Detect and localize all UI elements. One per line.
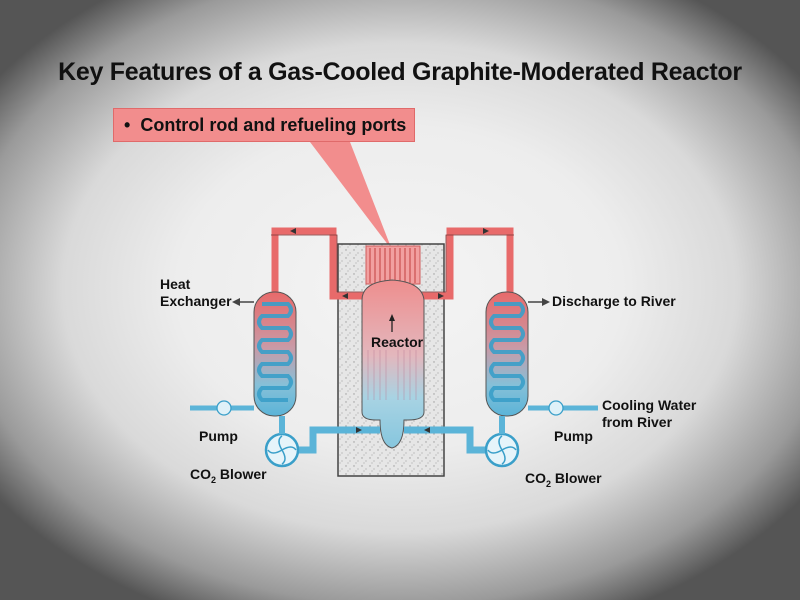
pump-left-symbol (216, 400, 232, 416)
heat-exchanger-label: Heat Exchanger (160, 276, 232, 309)
heat-exchanger-right (485, 291, 529, 417)
callout-box: • Control rod and refueling ports (113, 108, 415, 142)
pump-left-label: Pump (199, 428, 238, 444)
callout-text: • Control rod and refueling ports (124, 115, 406, 136)
heat-exchanger-left (253, 291, 297, 417)
slide-title: Key Features of a Gas-Cooled Graphite-Mo… (58, 58, 742, 86)
cold-pipe-right (404, 426, 486, 454)
reactor-core-channels (367, 350, 417, 400)
callout-bullet: • (124, 115, 131, 135)
control-rod-ports (365, 245, 421, 285)
co2-blower-right-label: CO2 Blower (525, 470, 602, 489)
pump-right-label: Pump (554, 428, 593, 444)
co2-blower-right (484, 416, 520, 468)
flow-arrows (290, 228, 489, 433)
cold-pipe-left (298, 426, 380, 454)
reactor-vessel (361, 279, 425, 449)
reactor-label: Reactor (371, 334, 424, 350)
discharge-label: Discharge to River (552, 293, 676, 309)
co2-blower-left (264, 416, 300, 468)
callout-pointer (310, 142, 392, 250)
cooling-water-label: Cooling Water from River (602, 397, 697, 430)
co2-blower-left-label: CO2 Blower (190, 466, 267, 485)
callout-label: Control rod and refueling ports (140, 115, 407, 135)
pump-right-symbol (548, 400, 564, 416)
